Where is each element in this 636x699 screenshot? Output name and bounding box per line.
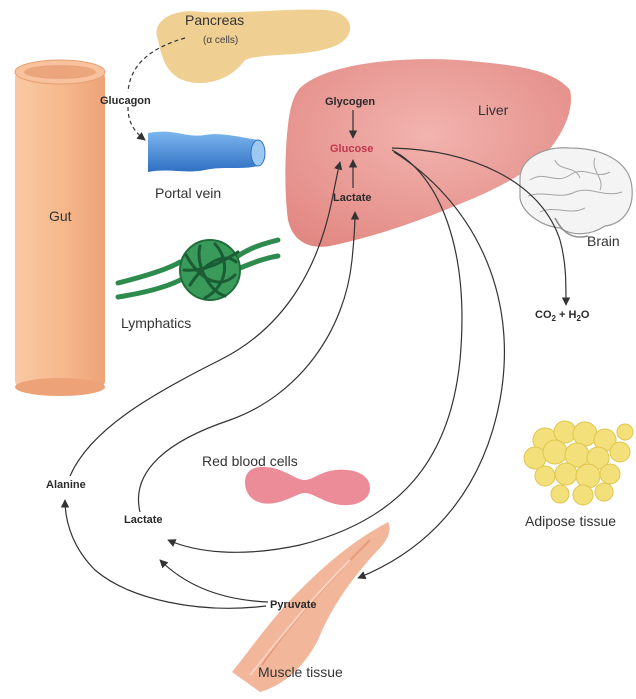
rbc-label: Red blood cells xyxy=(202,453,298,469)
gut xyxy=(15,60,105,396)
portal-vein xyxy=(148,132,265,172)
glycogen-label: Glycogen xyxy=(325,96,375,108)
co2-h2o-label: CO2 + H2O xyxy=(535,309,590,323)
pancreas-label: Pancreas xyxy=(185,12,244,28)
lactate-periphery-label: Lactate xyxy=(124,514,163,526)
red-blood-cells xyxy=(245,467,370,505)
pyruvate-label: Pyruvate xyxy=(270,599,316,611)
alanine-label: Alanine xyxy=(46,479,86,491)
lymphatics-label: Lymphatics xyxy=(121,315,191,331)
adipose-label: Adipose tissue xyxy=(525,513,616,529)
liver-label: Liver xyxy=(478,102,509,118)
lactate-liver-label: Lactate xyxy=(333,192,372,204)
adipose-tissue xyxy=(524,421,633,505)
muscle-label: Muscle tissue xyxy=(258,664,343,680)
portal-vein-label: Portal vein xyxy=(155,185,221,201)
pancreas-sublabel: (α cells) xyxy=(203,35,238,46)
glucose-label: Glucose xyxy=(330,143,373,155)
pyruvate-to-alanine-arrow xyxy=(65,500,266,608)
brain xyxy=(520,148,632,237)
gut-label: Gut xyxy=(49,208,72,224)
lymphatics xyxy=(118,240,278,300)
pyruvate-to-lactate-arrow xyxy=(160,560,268,602)
brain-label: Brain xyxy=(587,233,620,249)
glucagon-label: Glucagon xyxy=(100,95,151,107)
